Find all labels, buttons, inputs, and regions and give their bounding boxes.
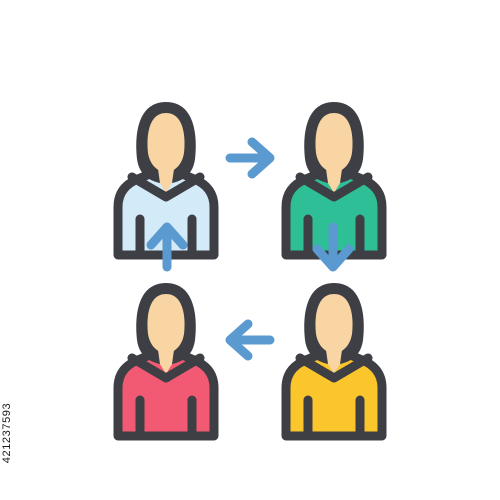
person-bottom-left-icon	[118, 283, 214, 436]
stock-id-label: 421237593	[1, 402, 13, 464]
person-bottom-right-icon	[286, 283, 382, 436]
arrow-right-icon	[230, 142, 270, 174]
arrow-left-icon	[230, 324, 270, 356]
